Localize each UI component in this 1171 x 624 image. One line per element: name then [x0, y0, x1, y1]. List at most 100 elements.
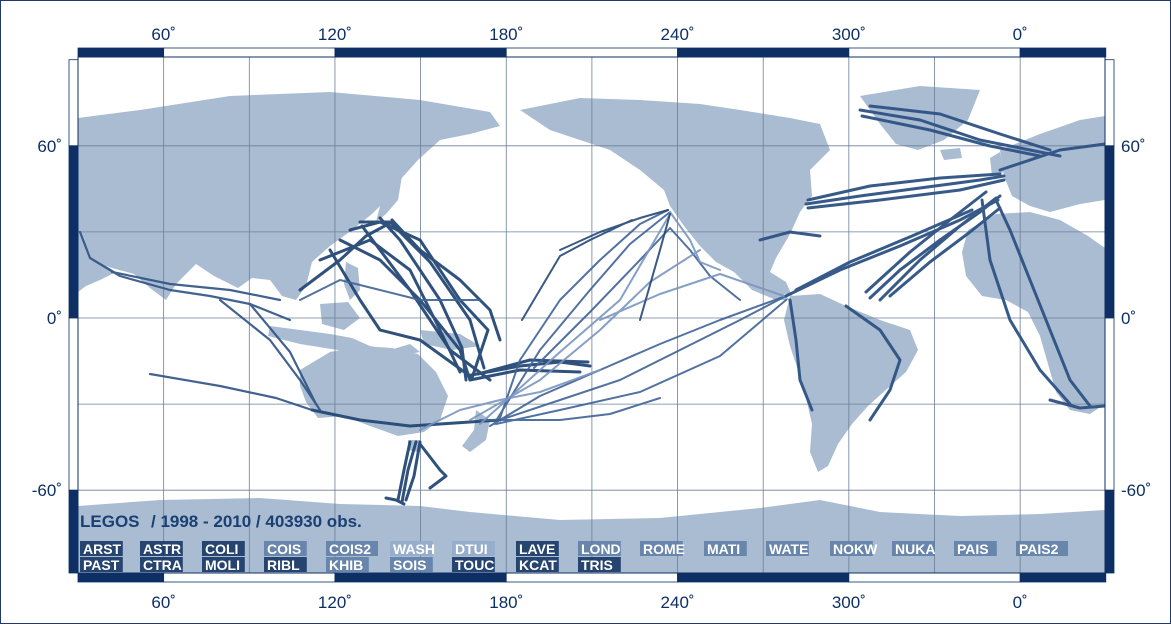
legend-label-mati: MATI: [707, 541, 740, 557]
track: [110, 270, 282, 302]
right-axis-label: -60˚: [1121, 481, 1151, 500]
top-axis-label: 0˚: [1013, 25, 1028, 44]
track: [148, 372, 314, 412]
track: [400, 440, 418, 504]
land-australia: [300, 346, 448, 436]
legend-swatch: [766, 541, 809, 556]
right-band-segment: [1104, 317, 1115, 491]
legend-label-ctra: CTRA: [143, 557, 182, 573]
legend-swatch: [578, 541, 621, 556]
top-band-segment: [163, 47, 336, 58]
legend-label-kcat: KCAT: [519, 557, 557, 573]
track: [806, 178, 1006, 210]
left-axis-label: 60˚: [37, 137, 62, 156]
legend-swatch: [578, 557, 621, 572]
legend-label-touc: TOUC: [455, 557, 494, 573]
legend-swatch: [326, 557, 369, 572]
land-north-america: [520, 98, 830, 296]
land-japan: [376, 160, 402, 222]
legend-swatch: [80, 557, 123, 572]
track: [468, 368, 582, 382]
legend-label-moli: MOLI: [205, 557, 240, 573]
track: [476, 358, 590, 376]
track: [804, 174, 1006, 206]
track: [396, 440, 412, 502]
legend-label-coli: COLI: [205, 541, 238, 557]
track: [469, 249, 701, 421]
bottom-axis-label: 60˚: [151, 593, 176, 612]
track: [298, 220, 394, 292]
track: [390, 218, 502, 342]
legend-label-lond: LOND: [581, 541, 621, 557]
top-band-segment: [1019, 47, 1107, 58]
right-axis-label: 60˚: [1121, 137, 1146, 156]
track: [806, 172, 1002, 202]
legend-title: LEGOS: [80, 512, 140, 531]
legend-swatch: [1016, 541, 1068, 556]
right-band-segment: [1104, 59, 1115, 147]
track: [599, 273, 785, 321]
legend-swatch: [264, 541, 307, 556]
track: [489, 295, 787, 427]
track: [479, 397, 661, 421]
legend-swatch: [390, 557, 433, 572]
right-axis-label: 0˚: [1121, 309, 1136, 328]
legend-label-wate: WATE: [769, 541, 808, 557]
legend-swatch: [640, 541, 683, 556]
ship-tracks: [78, 104, 1107, 506]
track: [499, 209, 669, 419]
bottom-band-segment: [848, 572, 1021, 583]
legend-label-lave: LAVE: [519, 541, 555, 557]
track: [299, 279, 481, 301]
legend-swatch: [830, 541, 873, 556]
track: [864, 190, 988, 294]
legend-period-text: / 1998 - 2010 / 403930 obs.: [151, 512, 362, 531]
top-axis-label: 120˚: [318, 25, 352, 44]
track: [858, 108, 1062, 158]
legend-label-pais2: PAIS2: [1019, 541, 1059, 557]
track: [495, 299, 787, 425]
bottom-band-segment: [334, 572, 507, 583]
legend-period: / 1998 - 2010 / 403930 obs.: [151, 512, 362, 531]
legend-label-past: PAST: [83, 557, 120, 573]
top-band-segment: [677, 47, 850, 58]
track: [384, 496, 406, 506]
legend-label-rome: ROME: [643, 541, 685, 557]
frame-bands: [68, 47, 1115, 583]
legend-label-ribl: RIBL: [267, 557, 300, 573]
track: [419, 369, 601, 431]
legend-swatch: [202, 541, 245, 556]
legend-swatch: [704, 541, 747, 556]
top-axis-label: 240˚: [661, 25, 695, 44]
track: [499, 295, 787, 421]
track: [310, 408, 502, 428]
legend-label-wash: WASH: [393, 541, 435, 557]
track: [639, 213, 671, 321]
legend-title-text: LEGOS: [80, 512, 140, 531]
track: [248, 302, 318, 406]
legend-swatch: [892, 541, 935, 556]
legend-swatch: [516, 557, 559, 572]
track: [980, 198, 1072, 406]
bottom-axis-label: 180˚: [489, 593, 523, 612]
right-band-segment: [1104, 489, 1115, 574]
legend-swatch: [326, 541, 378, 556]
track: [521, 219, 633, 321]
land-borneo: [320, 302, 360, 330]
top-band-segment: [848, 47, 1021, 58]
left-band-segment: [68, 489, 79, 574]
track: [358, 220, 486, 370]
land-africa: [962, 212, 1105, 414]
legend-label-tris: TRIS: [581, 557, 613, 573]
land-iceland: [940, 148, 962, 160]
track: [860, 114, 1042, 158]
top-band-segment: [505, 47, 678, 58]
track: [844, 304, 902, 422]
track: [794, 208, 974, 292]
left-band-segment: [68, 317, 79, 491]
bottom-band-segment: [77, 572, 165, 583]
track: [868, 104, 1052, 152]
